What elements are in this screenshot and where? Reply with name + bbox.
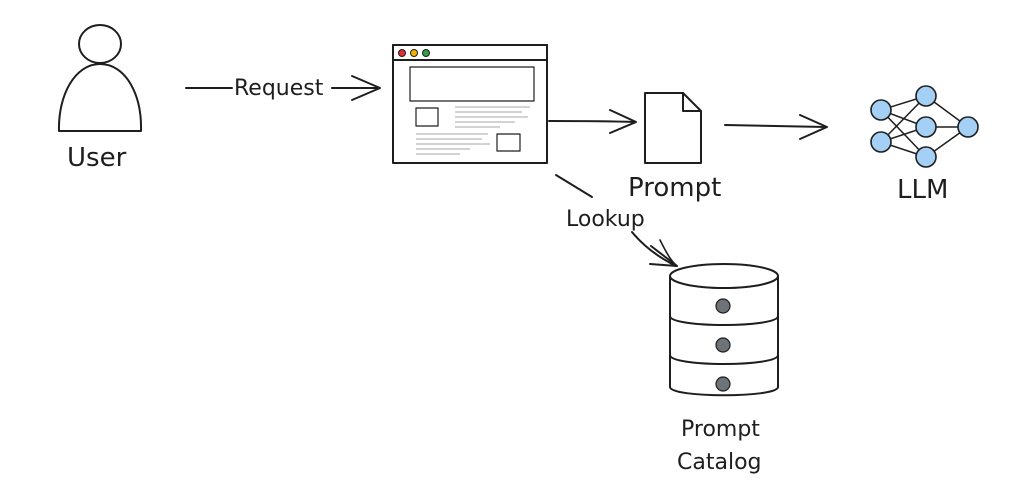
- lookup-arrow: [555, 174, 678, 267]
- lookup-label: Lookup: [566, 207, 645, 232]
- catalog-label-line1: Prompt: [681, 417, 760, 442]
- catalog-label-line2: Catalog: [677, 450, 762, 475]
- user-label: User: [67, 143, 127, 173]
- user-icon: [57, 24, 143, 132]
- request-arrow: [185, 75, 381, 101]
- llm-label: LLM: [897, 175, 948, 205]
- request-label: Request: [234, 76, 324, 101]
- neural-network-icon: [870, 85, 979, 168]
- document-icon: [644, 92, 702, 164]
- prompt-label: Prompt: [628, 173, 721, 203]
- browser-to-prompt-arrow: [548, 109, 637, 134]
- browser-window-icon: [392, 44, 548, 164]
- prompt-to-llm-arrow: [724, 114, 828, 140]
- database-icon: [669, 263, 779, 397]
